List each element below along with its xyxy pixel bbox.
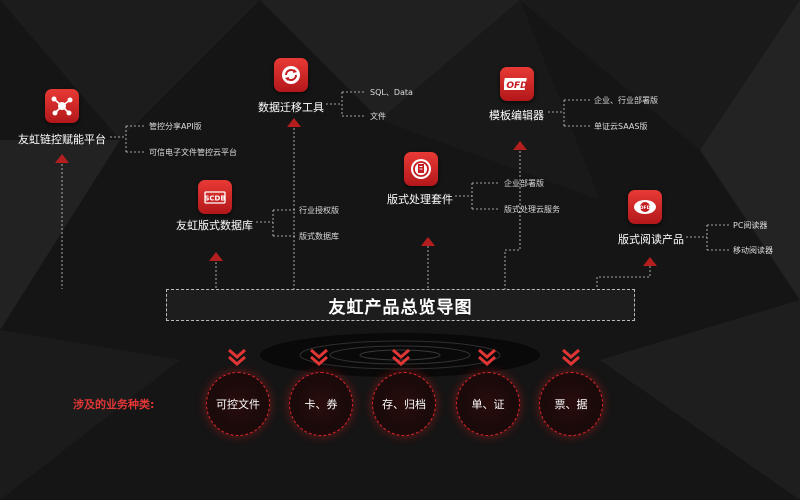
category-circle-3: 存、归档	[372, 372, 436, 436]
product-label-1: 友虹链控赋能平台	[18, 133, 106, 146]
pointer-triangle-icon	[513, 141, 527, 150]
category-circle-2: 卡、券	[289, 372, 353, 436]
category-circle-4: 单、证	[456, 372, 520, 436]
chevron-down-icon	[310, 348, 328, 366]
pointer-triangle-icon	[209, 252, 223, 261]
svg-text:OFD: OFD	[506, 81, 528, 91]
product-label-4: 友虹版式数据库	[176, 219, 253, 232]
product-label-5: 版式处理套件	[387, 193, 453, 206]
product-2-sub-2: 文件	[370, 112, 386, 121]
product-1-sub-2: 可信电子文件管控云平台	[149, 148, 237, 157]
product-3-sub-1: 企业、行业部署版	[594, 96, 658, 105]
product-6-sub-2: 移动阅读器	[733, 246, 773, 255]
product-1-sub-1: 管控分享API版	[149, 122, 202, 131]
category-label: 单、证	[471, 398, 505, 411]
category-label: 存、归档	[382, 398, 426, 411]
product-5-sub-2: 版式处理云服务	[504, 205, 560, 214]
svg-text:SCDB: SCDB	[204, 195, 225, 203]
pointer-triangle-icon	[55, 154, 69, 163]
category-label: 卡、券	[304, 398, 338, 411]
product-4-sub-2: 版式数据库	[299, 232, 339, 241]
chevron-down-icon	[392, 348, 410, 366]
scdb-logo-icon: SCDB	[198, 180, 232, 214]
product-label-2: 数据迁移工具	[258, 101, 324, 114]
circle-document-icon	[404, 152, 438, 186]
category-label: 票、据	[554, 398, 588, 411]
chevron-down-icon	[228, 348, 246, 366]
product-4-sub-1: 行业授权版	[299, 206, 339, 215]
ofd-logo-icon: OFD	[500, 67, 534, 101]
product-label-6: 版式阅读产品	[618, 233, 684, 246]
pointer-triangle-icon	[287, 118, 301, 127]
chevron-down-icon	[562, 348, 580, 366]
chevron-down-icon	[478, 348, 496, 366]
svg-text:OFD: OFD	[640, 205, 651, 211]
pointer-triangle-icon	[643, 257, 657, 266]
category-circle-5: 票、据	[539, 372, 603, 436]
category-label: 可控文件	[216, 398, 260, 411]
product-5-sub-1: 企业部署版	[504, 179, 544, 188]
category-circle-1: 可控文件	[206, 372, 270, 436]
refresh-arrows-icon	[274, 58, 308, 92]
eye-ofd-icon: OFD	[628, 190, 662, 224]
network-nodes-icon	[45, 89, 79, 123]
page-title: 友虹产品总览导图	[328, 297, 473, 318]
title-banner: 友虹产品总览导图	[166, 289, 635, 321]
product-label-3: 模板编辑器	[489, 109, 544, 122]
business-label: 涉及的业务种类:	[73, 398, 155, 411]
product-6-sub-1: PC阅读器	[733, 221, 768, 230]
product-2-sub-1: SQL、Data	[370, 88, 413, 97]
product-3-sub-2: 单证云SAAS版	[594, 122, 648, 131]
pointer-triangle-icon	[421, 237, 435, 246]
